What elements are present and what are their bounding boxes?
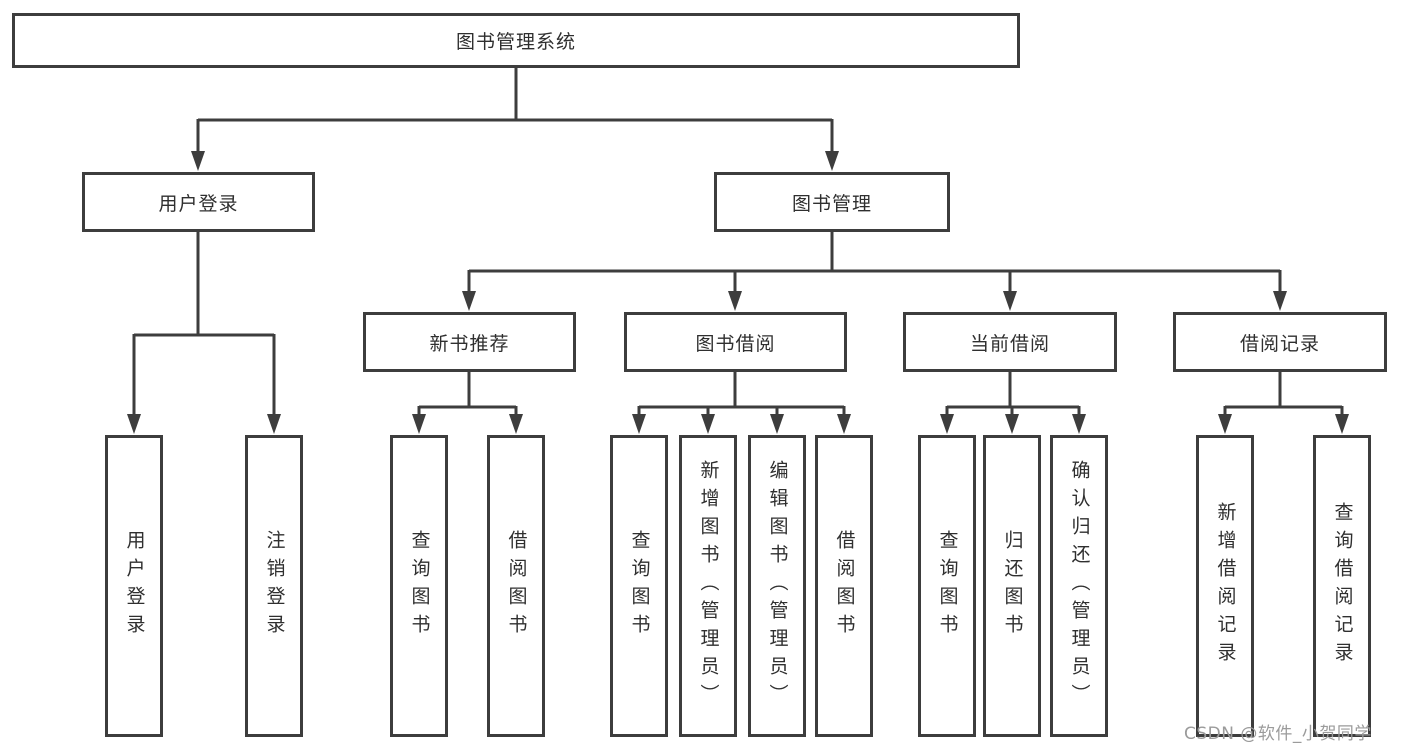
- edge-new-book-to-leaves: [412, 372, 523, 434]
- leaf-confirm-return-admin: 确认归还（管理员）: [1050, 435, 1108, 737]
- leaf-add-book-admin: 新增图书（管理员）: [679, 435, 737, 737]
- leaf-add-borrow-record: 新增借阅记录: [1196, 435, 1254, 737]
- edge-book-mgmt-to-level3: [462, 232, 1287, 311]
- node-book-borrow: 图书借阅: [624, 312, 847, 372]
- csdn-watermark: CSDN @软件_小贺同学: [1184, 724, 1372, 744]
- edge-root-to-level2: [191, 68, 839, 171]
- node-label: 新增借阅记录: [1214, 502, 1237, 670]
- node-label: 注销登录: [263, 530, 286, 642]
- node-label: 归还图书: [1001, 530, 1024, 642]
- leaf-borrow-books-1: 借阅图书: [487, 435, 545, 737]
- node-root-system: 图书管理系统: [12, 13, 1020, 68]
- node-label: 用户登录: [158, 192, 239, 215]
- node-label: 编辑图书（管理员）: [766, 460, 789, 712]
- leaf-borrow-books-2: 借阅图书: [815, 435, 873, 737]
- node-label: 新增图书（管理员）: [697, 460, 720, 712]
- node-label: 图书管理: [791, 192, 872, 215]
- leaf-return-book: 归还图书: [983, 435, 1041, 737]
- leaf-query-books-2: 查询图书: [610, 435, 668, 737]
- leaf-query-books-3: 查询图书: [918, 435, 976, 737]
- node-new-book-recommend: 新书推荐: [363, 312, 576, 372]
- node-label: 借阅记录: [1239, 332, 1320, 355]
- node-label: 查询借阅记录: [1331, 502, 1354, 670]
- node-label: 借阅图书: [505, 530, 528, 642]
- node-label: 新书推荐: [429, 332, 510, 355]
- node-label: 查询图书: [936, 530, 959, 642]
- node-label: 图书管理系统: [455, 31, 576, 53]
- node-label: 用户登录: [123, 530, 146, 642]
- leaf-query-borrow-record: 查询借阅记录: [1313, 435, 1371, 737]
- node-label: 借阅图书: [833, 530, 856, 642]
- leaf-user-login: 用户登录: [105, 435, 163, 737]
- edge-current-borrow-to-leaves: [940, 372, 1086, 434]
- leaf-query-books-1: 查询图书: [390, 435, 448, 737]
- edge-book-borrow-to-leaves: [632, 372, 851, 434]
- node-borrow-records: 借阅记录: [1173, 312, 1387, 372]
- node-user-login: 用户登录: [82, 172, 315, 232]
- node-label: 查询图书: [628, 530, 651, 642]
- edge-borrow-records-to-leaves: [1218, 372, 1349, 434]
- node-label: 当前借阅: [969, 332, 1050, 355]
- node-label: 查询图书: [408, 530, 431, 642]
- node-label: 确认归还（管理员）: [1068, 460, 1091, 712]
- edge-user-login-to-leaves: [127, 232, 281, 434]
- node-current-borrow: 当前借阅: [903, 312, 1117, 372]
- leaf-logout: 注销登录: [245, 435, 303, 737]
- leaf-edit-book-admin: 编辑图书（管理员）: [748, 435, 806, 737]
- node-book-management: 图书管理: [714, 172, 950, 232]
- node-label: 图书借阅: [695, 332, 776, 355]
